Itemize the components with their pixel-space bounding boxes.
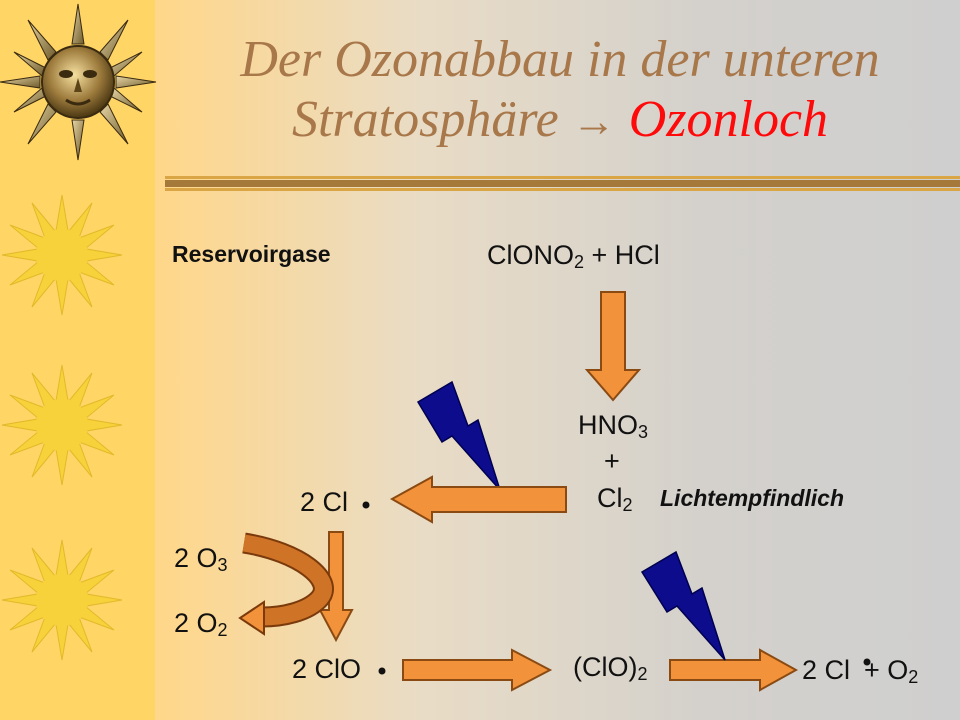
page-title: Der Ozonabbau in der unteren Stratosphär… (180, 30, 940, 152)
formula-2-clo-radical: 2 ClO (292, 654, 362, 684)
arrow-icon: → (571, 97, 616, 146)
sun-core (36, 399, 88, 451)
formula-o3: 2 O3 (174, 543, 228, 575)
sun-core (36, 229, 88, 281)
arrow-down-to-hno3 (584, 291, 642, 402)
formula-hno3: HNO3 (578, 410, 649, 442)
title-line-1: Der Ozonabbau in der unteren (240, 31, 880, 88)
sun-icon (1, 194, 123, 316)
lightning-icon (640, 550, 726, 661)
formula-cl2: Cl2 (597, 483, 633, 515)
curved-arrow-o3-to-o2 (238, 532, 334, 636)
radical-dot (863, 658, 871, 666)
formula-clono2-hcl: ClONO2 + HCl (487, 240, 660, 272)
plus-sign: + (604, 446, 620, 476)
radical-dot (362, 501, 370, 509)
title-line-2: Stratosphäre → Ozonloch (180, 90, 940, 152)
sun-core (36, 574, 88, 626)
sun-icon (1, 539, 123, 661)
arrow-right-to-clo-dimer (402, 648, 553, 692)
formula-2-cl-plus-o2: 2 Cl+ O2 (802, 655, 919, 687)
arrow-down-to-clo (318, 531, 354, 643)
sun-icon (1, 364, 123, 486)
title-highlight: Ozonloch (628, 91, 829, 148)
metal-sun-face-icon (0, 3, 157, 161)
title-word-stratosphaere: Stratosphäre (291, 91, 559, 148)
arrow-left-to-cl (389, 475, 567, 524)
label-reservoirgase: Reservoirgase (172, 241, 331, 267)
radical-dot (378, 667, 386, 675)
formula-clo-dimer: (ClO)2 (573, 652, 648, 684)
arrow-right-to-products (669, 648, 799, 692)
formula-o2: 2 O2 (174, 608, 228, 640)
lightning-icon (416, 380, 501, 491)
formula-2-cl-radical: 2 Cl (300, 487, 349, 517)
title-underline (165, 176, 960, 191)
label-lichtempfindlich: Lichtempfindlich (660, 485, 844, 511)
